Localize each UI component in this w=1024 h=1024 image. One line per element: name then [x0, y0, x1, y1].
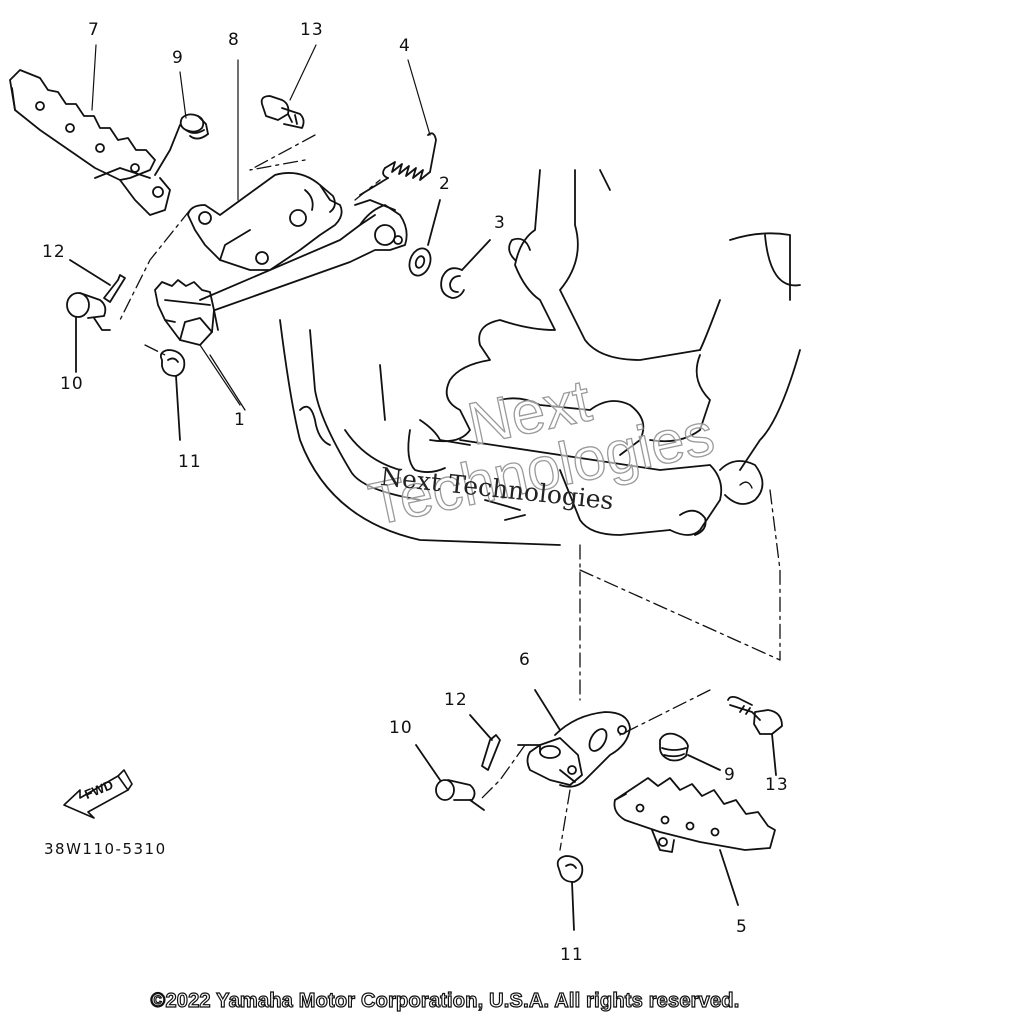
clip-3: [440, 239, 491, 299]
leader-1: [199, 344, 241, 406]
bracket-6: [534, 689, 631, 788]
callout-13-bottom: 13: [765, 775, 789, 795]
footpeg-7: [9, 69, 171, 216]
callout-3: 3: [494, 213, 506, 233]
clevis: [517, 737, 583, 786]
washer-2: [408, 199, 441, 277]
frame-outline: [279, 169, 801, 546]
spring-9-bottom: [659, 732, 721, 771]
callout-6: 6: [519, 650, 531, 670]
callout-9-top: 9: [172, 48, 184, 68]
callout-10-bottom: 10: [389, 718, 413, 738]
spring-9-top: [154, 113, 209, 176]
pin-10-left: [66, 292, 111, 373]
pin-12-left: [69, 259, 126, 303]
footpeg-1: [154, 279, 219, 346]
callout-2: 2: [439, 174, 451, 194]
copyright-notice: ©2022 Yamaha Motor Corporation, U.S.A. A…: [150, 989, 740, 1012]
spring-4: [359, 132, 437, 196]
leader-9: [179, 71, 187, 119]
rubber-11-left: [159, 349, 186, 441]
lever-arm: [199, 199, 408, 311]
callout-12-bottom: 12: [444, 690, 468, 710]
leader-7: [91, 44, 97, 111]
bolt-13-bottom: [727, 695, 783, 776]
callout-9-bottom: 9: [724, 765, 736, 785]
callout-1: 1: [234, 410, 246, 430]
callout-11-bottom: 11: [560, 945, 584, 965]
callout-13-top: 13: [300, 20, 324, 40]
callout-5: 5: [736, 917, 748, 937]
callout-4: 4: [399, 36, 411, 56]
leader-13: [289, 44, 317, 101]
bolt-13-top: [260, 95, 305, 129]
callout-10-left: 10: [60, 374, 84, 394]
footpeg-5: [613, 777, 776, 906]
rubber-11-bottom: [556, 855, 584, 931]
leader-4: [407, 59, 431, 136]
callout-11-left: 11: [178, 452, 202, 472]
callout-8: 8: [228, 30, 240, 50]
pin-12-bottom: [469, 714, 501, 771]
diagram-code: 38W110-5310: [44, 840, 167, 858]
bracket-8: [187, 172, 343, 271]
fwd-arrow-icon: [63, 769, 133, 819]
callout-7: 7: [88, 20, 100, 40]
callout-12-left: 12: [42, 242, 66, 262]
pin-10-bottom: [415, 744, 485, 811]
